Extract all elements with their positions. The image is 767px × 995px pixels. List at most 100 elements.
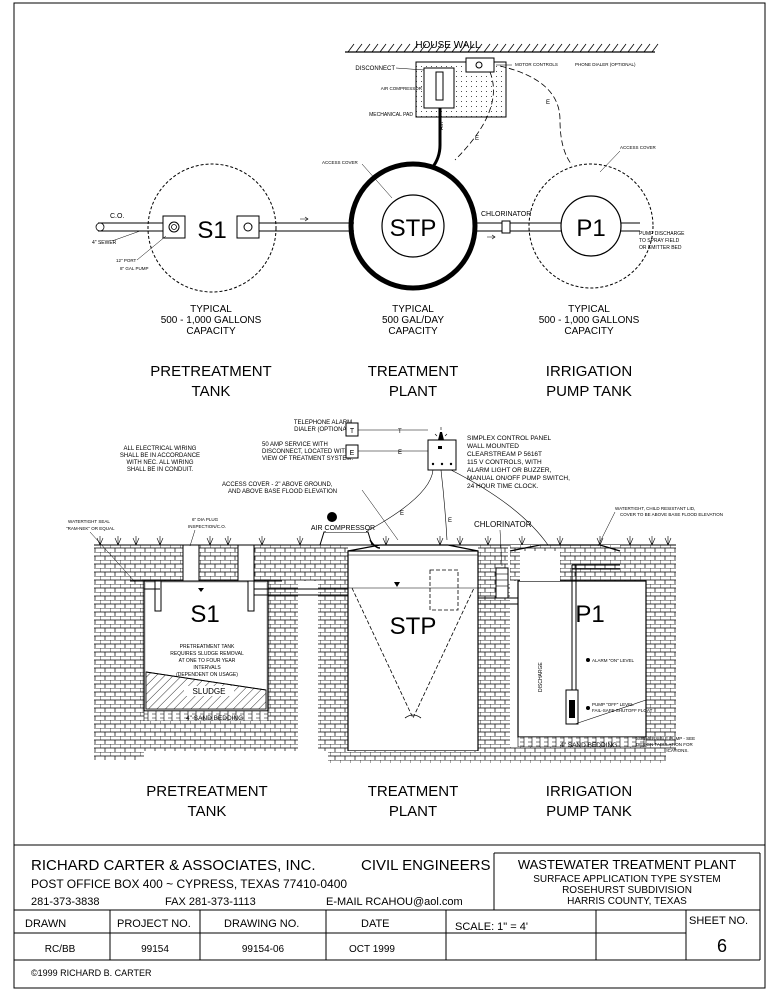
s1-outlet-riser bbox=[237, 544, 255, 582]
p1-sand-label: 4" SAND BEDDING bbox=[560, 742, 617, 749]
plan-view: HOUSE WALL DISCONNECT MOTOR CONTROLS PHO… bbox=[92, 40, 685, 400]
firm-fax: FAX 281-373-1113 bbox=[165, 896, 256, 908]
project-subtitle-2: ROSEHURST SUBDIVISION bbox=[562, 885, 692, 896]
telephone-alarm-label-2: DIALER (OPTIONAL) bbox=[294, 427, 352, 433]
p1-capacity-1: TYPICAL bbox=[568, 304, 610, 315]
drawing-no-value: 99154-06 bbox=[242, 944, 285, 955]
alarm-light-icon bbox=[438, 432, 444, 440]
access-cover-note-2: AND ABOVE BASE FLOOD ELEVATION bbox=[228, 489, 337, 495]
stp-capacity-1: TYPICAL bbox=[392, 304, 434, 315]
plan-title-pretreatment-2: TANK bbox=[192, 383, 231, 400]
section-title-pretreatment-1: PRETREATMENT bbox=[146, 783, 267, 800]
simplex-control-panel bbox=[427, 439, 457, 471]
section-title-irrigation-2: PUMP TANK bbox=[546, 803, 632, 820]
disconnect-label: DISCONNECT bbox=[355, 66, 395, 72]
drawing-no-label: DRAWING NO. bbox=[224, 918, 299, 930]
sludge-label: SLUDGE bbox=[193, 687, 226, 696]
stp-access-cover-label: ACCESS COVER bbox=[322, 160, 359, 165]
drawn-value: RC/BB bbox=[45, 944, 76, 955]
sheet-no-label: SHEET NO. bbox=[689, 915, 748, 927]
chlorinator-section bbox=[495, 567, 509, 599]
air-compressor-plan-label: AIR COMPRESSOR bbox=[381, 86, 423, 91]
plan-conduit-e2: E bbox=[546, 100, 550, 106]
electrical-note-1: ALL ELECTRICAL WIRING bbox=[124, 446, 197, 452]
pretreatment-note-1: PRETREATMENT TANK bbox=[180, 644, 235, 650]
telephone-alarm-label-1: TELEPHONE ALARM bbox=[294, 420, 352, 426]
section-title-irrigation-1: IRRIGATION bbox=[546, 783, 632, 800]
project-no-value: 99154 bbox=[141, 944, 169, 955]
p1-capacity-2: 500 - 1,000 GALLONS bbox=[539, 315, 640, 326]
stp-section-label: STP bbox=[390, 613, 437, 640]
pretreatment-note-3: AT ONE TO FOUR YEAR bbox=[179, 658, 236, 664]
pump-discharge-label-3: OR EMITTER BED bbox=[639, 245, 682, 251]
s1-tank-plan bbox=[147, 163, 277, 293]
service-disconnect-box bbox=[345, 444, 359, 459]
firm-email: E-MAIL RCAHOU@aol.com bbox=[326, 896, 463, 908]
mechanical-pad-label: MECHANICAL PAD bbox=[369, 112, 413, 118]
stp-capacity-3: CAPACITY bbox=[388, 326, 438, 337]
section-title-treatment-2: PLANT bbox=[389, 803, 437, 820]
firm-address: POST OFFICE BOX 400 ~ CYPRESS, TEXAS 774… bbox=[31, 877, 347, 891]
plan-conduit-e1: E bbox=[475, 136, 479, 142]
box-t-label: T bbox=[350, 428, 355, 435]
outer-border bbox=[13, 2, 766, 989]
pretreatment-note-2: REQUIRES SLUDGE REMOVAL bbox=[170, 651, 244, 657]
panel-label-3: CLEARSTREAM P 5616T bbox=[467, 451, 542, 458]
title-block-border bbox=[13, 844, 766, 989]
chlorinator-section-label: CHLORINATOR bbox=[474, 520, 532, 529]
s1-capacity-2: 500 - 1,000 GALLONS bbox=[161, 315, 262, 326]
section-conduit-e1: E bbox=[400, 511, 404, 517]
alarm-on-label: ALARM "ON" LEVEL bbox=[592, 658, 634, 663]
s1-capacity-3: CAPACITY bbox=[186, 326, 236, 337]
line-e-label: E bbox=[398, 450, 402, 456]
service-label-1: 50 AMP SERVICE WITH bbox=[262, 442, 328, 448]
pretreatment-note-4: INTERVALS bbox=[193, 665, 221, 671]
seal-note-2: "RAM-NEK" OR EQUAL bbox=[66, 526, 115, 531]
s1-plan-label: S1 bbox=[197, 217, 226, 244]
line-t-label: T bbox=[398, 429, 402, 435]
air-line-label: AIR bbox=[439, 121, 445, 130]
s1-outlet-port bbox=[236, 215, 260, 239]
lid-note-2: COVER TO BE ABOVE BASE FLOOD ELEVATION bbox=[620, 512, 723, 517]
motor-controls-box bbox=[465, 57, 495, 73]
sewer-label: 4" SEWER bbox=[92, 240, 117, 246]
p1-access-cover-label: ACCESS COVER bbox=[620, 145, 657, 150]
firm-phone: 281-373-3838 bbox=[31, 896, 100, 908]
discharge-label: DISCHARGE bbox=[538, 662, 544, 692]
cleanout-label: C.O. bbox=[110, 213, 124, 220]
chlorinator-plan bbox=[501, 220, 511, 234]
title-block: RICHARD CARTER & ASSOCIATES, INC. CIVIL … bbox=[14, 852, 761, 978]
telephone-dialer-box bbox=[345, 422, 359, 437]
panel-label-2: WALL MOUNTED bbox=[467, 443, 519, 450]
plan-title-irrigation-1: IRRIGATION bbox=[546, 363, 632, 380]
plan-title-pretreatment-1: PRETREATMENT bbox=[150, 363, 271, 380]
submersible-note-1: SUBMERSIBLE PUMP - SEE bbox=[636, 736, 695, 741]
submersible-note-2: DESIGN TABULATION FOR bbox=[636, 742, 694, 747]
drawn-label: DRAWN bbox=[25, 918, 66, 930]
s1-sand-label: 4" SAND BEDDING bbox=[186, 715, 243, 722]
inspection-note-2: INSPECTION/C.O. bbox=[188, 524, 226, 529]
electrical-note-2: SHALL BE IN ACCORDANCE bbox=[120, 453, 200, 459]
air-compressor-section-label: AIR COMPRESSOR bbox=[311, 525, 375, 532]
access-cover-note-1: ACCESS COVER - 2" ABOVE GROUND, bbox=[222, 482, 333, 488]
plan-title-treatment-1: TREATMENT bbox=[368, 363, 459, 380]
project-no-label: PROJECT NO. bbox=[117, 918, 191, 930]
section-view: TELEPHONE ALARM DIALER (OPTIONAL) 50 AMP… bbox=[66, 420, 723, 820]
date-value: OCT 1999 bbox=[349, 944, 395, 955]
copyright: ©1999 RICHARD B. CARTER bbox=[31, 968, 152, 978]
pump-off-label-2: FAIL-SAFE SHUTOFF FLOAT bbox=[592, 708, 653, 713]
electrical-note-4: SHALL BE IN CONDUIT. bbox=[127, 467, 193, 473]
plan-title-irrigation-2: PUMP TANK bbox=[546, 383, 632, 400]
chlorinator-plan-label: CHLORINATOR bbox=[481, 211, 531, 218]
firm-discipline: CIVIL ENGINEERS bbox=[361, 857, 490, 874]
stp-capacity-2: 500 GAL/DAY bbox=[382, 315, 444, 326]
p1-plan-label: P1 bbox=[576, 215, 605, 242]
panel-label-6: MANUAL ON/OFF PUMP SWITCH, bbox=[467, 475, 570, 482]
seal-note-1: WATERTIGHT SEAL bbox=[68, 519, 110, 524]
stp-tank-section bbox=[347, 550, 479, 752]
house-wall-label: HOUSE WALL bbox=[415, 40, 481, 51]
motor-controls-label: MOTOR CONTROLS bbox=[515, 62, 558, 67]
service-label-3: VIEW OF TREATMENT SYSTEM. bbox=[262, 456, 353, 462]
port-label: 12" PORT bbox=[116, 258, 137, 263]
